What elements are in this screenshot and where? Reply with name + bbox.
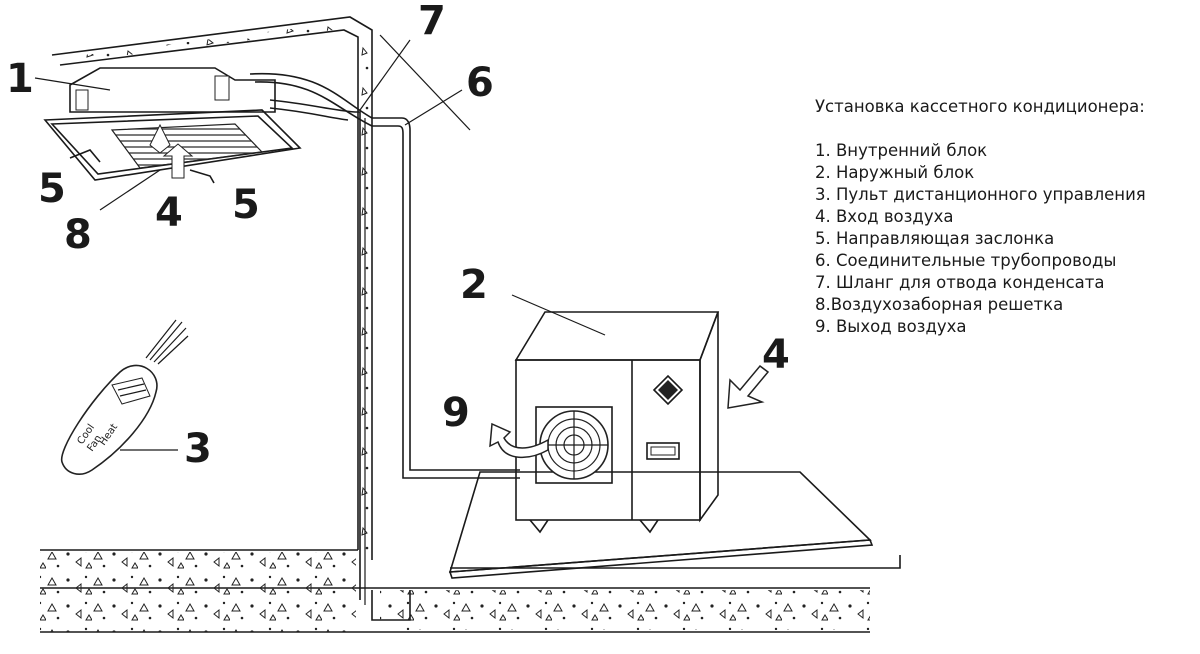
legend-item: 5. Направляющая заслонка: [815, 229, 1055, 248]
callout-3: 3: [184, 426, 212, 472]
callout-9: 9: [442, 390, 470, 436]
air-inlet-arrow: [727, 364, 770, 409]
outdoor-unit: [448, 311, 901, 579]
ground: [40, 549, 870, 633]
piping: [249, 72, 520, 605]
legend-item: 6. Соединительные трубопроводы: [815, 251, 1117, 270]
callout-4-outdoor: 4: [762, 332, 790, 378]
callout-7: 7: [418, 0, 446, 44]
legend-item: 3. Пульт дистанционного управления: [815, 185, 1146, 204]
legend-title: Установка кассетного кондиционера:: [815, 97, 1145, 116]
callout-numbers: 1 5 8 4 5 7 6 2 4 9 3: [6, 0, 790, 472]
legend-item: 2. Наружный блок: [815, 163, 975, 182]
legend-item: 8.Воздухозаборная решетка: [815, 295, 1064, 314]
callout-5-right: 5: [232, 182, 260, 228]
leader-lines: [34, 34, 606, 451]
legend-item: 7. Шланг для отвода конденсата: [815, 273, 1105, 292]
callout-5-left: 5: [38, 166, 66, 212]
callout-1: 1: [6, 56, 34, 102]
callout-6: 6: [466, 60, 494, 106]
callout-4-indoor: 4: [155, 190, 183, 236]
legend-item: 9. Выход воздуха: [815, 317, 967, 336]
legend-item: 1. Внутренний блок: [815, 141, 988, 160]
legend: Установка кассетного кондиционера: 1. Вн…: [815, 96, 1195, 338]
air-outlet-arrow: [489, 422, 549, 459]
callout-2: 2: [460, 262, 488, 308]
indoor-cassette-unit: [43, 67, 302, 184]
remote-control: Cool Fan Heat: [60, 319, 189, 475]
legend-item: 4. Вход воздуха: [815, 207, 954, 226]
callout-8: 8: [64, 212, 92, 258]
